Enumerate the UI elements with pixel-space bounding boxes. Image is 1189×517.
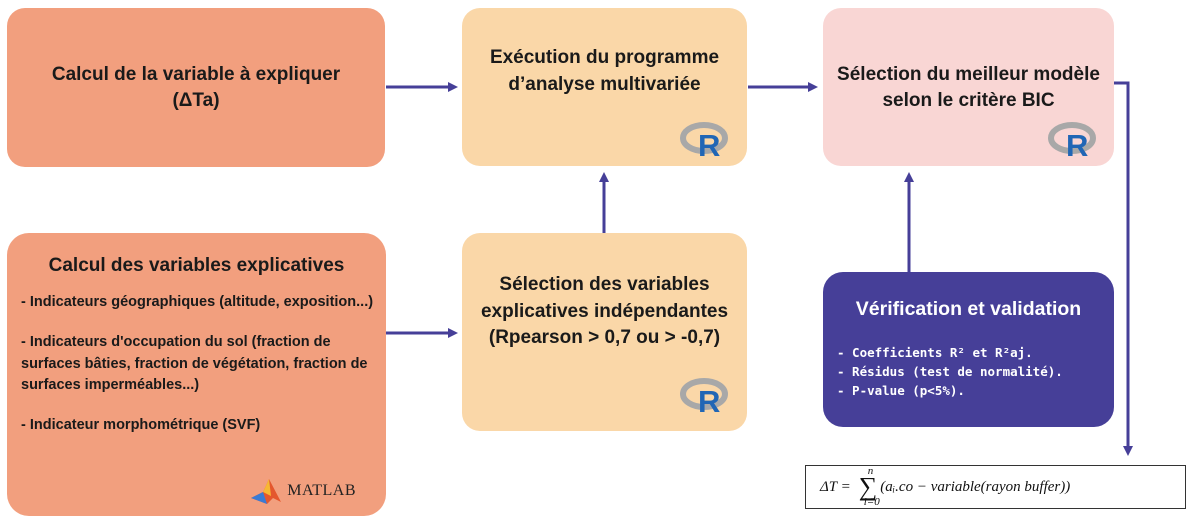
r-logo-icon: R bbox=[680, 378, 728, 415]
matlab-membrane-icon bbox=[251, 479, 282, 504]
box-select-best-model: Sélection du meilleur modèle selon le cr… bbox=[823, 8, 1114, 166]
matlab-logo: MATLAB bbox=[249, 476, 356, 506]
svg-text:R: R bbox=[698, 384, 720, 415]
box-verif-title: Vérification et validation bbox=[855, 298, 1082, 320]
formula-lhs: ΔT = bbox=[820, 478, 851, 495]
r-logo-icon: R bbox=[680, 122, 728, 159]
box-select-independent-variables: Sélection des variables explicatives ind… bbox=[462, 233, 747, 431]
box-execution-line2: d’analyse multivariée bbox=[508, 74, 701, 95]
svg-text:R: R bbox=[698, 128, 720, 159]
box-indep-line1: Sélection des variables bbox=[499, 274, 710, 296]
sum-symbol: ∑ bbox=[858, 472, 878, 501]
arrow-selection-to-formula bbox=[1114, 81, 1133, 456]
regression-formula: ΔT = ∑ n i=0 (aᵢ.co − variable(rayon buf… bbox=[805, 465, 1186, 509]
list-item: - Résidus (test de normalité). bbox=[837, 363, 1063, 379]
box-selection-line1: Sélection du meilleur modèle bbox=[837, 64, 1100, 85]
box-indep-line3: (Rpearson > 0,7 ou > -0,7) bbox=[488, 327, 721, 349]
box-calc-target-line2: (ΔTa) bbox=[172, 89, 220, 111]
matlab-label: MATLAB bbox=[287, 482, 356, 499]
box-indep-line2: explicatives indépendantes bbox=[480, 300, 729, 322]
formula-sum: ∑ n i=0 bbox=[851, 465, 881, 508]
box-selection-line2: selon le critère BIC bbox=[882, 89, 1055, 111]
list-item: - Indicateurs géographiques (altitude, e… bbox=[21, 294, 374, 310]
box-calc-target-line1: Calcul de la variable à expliquer bbox=[51, 63, 341, 85]
box-verification-validation: Vérification et validation - Coefficient… bbox=[823, 272, 1114, 427]
box-calc-target-variable: Calcul de la variable à expliquer (ΔTa) bbox=[7, 8, 385, 167]
list-item: - P-value (p<5%). bbox=[837, 382, 965, 398]
box-verif-list: - Coefficients R² et R²aj. - Résidus (te… bbox=[837, 344, 1063, 400]
list-item: - Coefficients R² et R²aj. bbox=[837, 345, 1033, 360]
r-logo-icon: R bbox=[1048, 122, 1096, 159]
list-item: - Indicateurs d'occupation du sol (fract… bbox=[21, 333, 368, 394]
box-vars-title: Calcul des variables explicatives bbox=[48, 255, 345, 276]
box-vars-list: - Indicateurs géographiques (altitude, e… bbox=[21, 292, 376, 455]
list-item: - Indicateur morphométrique (SVF) bbox=[21, 417, 261, 433]
formula-body: (aᵢ.co − variable(rayon buffer)) bbox=[880, 478, 1071, 495]
sum-lower-bound: i=0 bbox=[863, 496, 880, 508]
sum-upper-bound: n bbox=[867, 465, 874, 477]
box-execution-program: Exécution du programme d’analyse multiva… bbox=[462, 8, 747, 166]
box-calc-explanatory-variables: Calcul des variables explicatives - Indi… bbox=[7, 233, 386, 516]
svg-text:R: R bbox=[1066, 128, 1088, 159]
box-execution-line1: Exécution du programme bbox=[489, 47, 720, 69]
